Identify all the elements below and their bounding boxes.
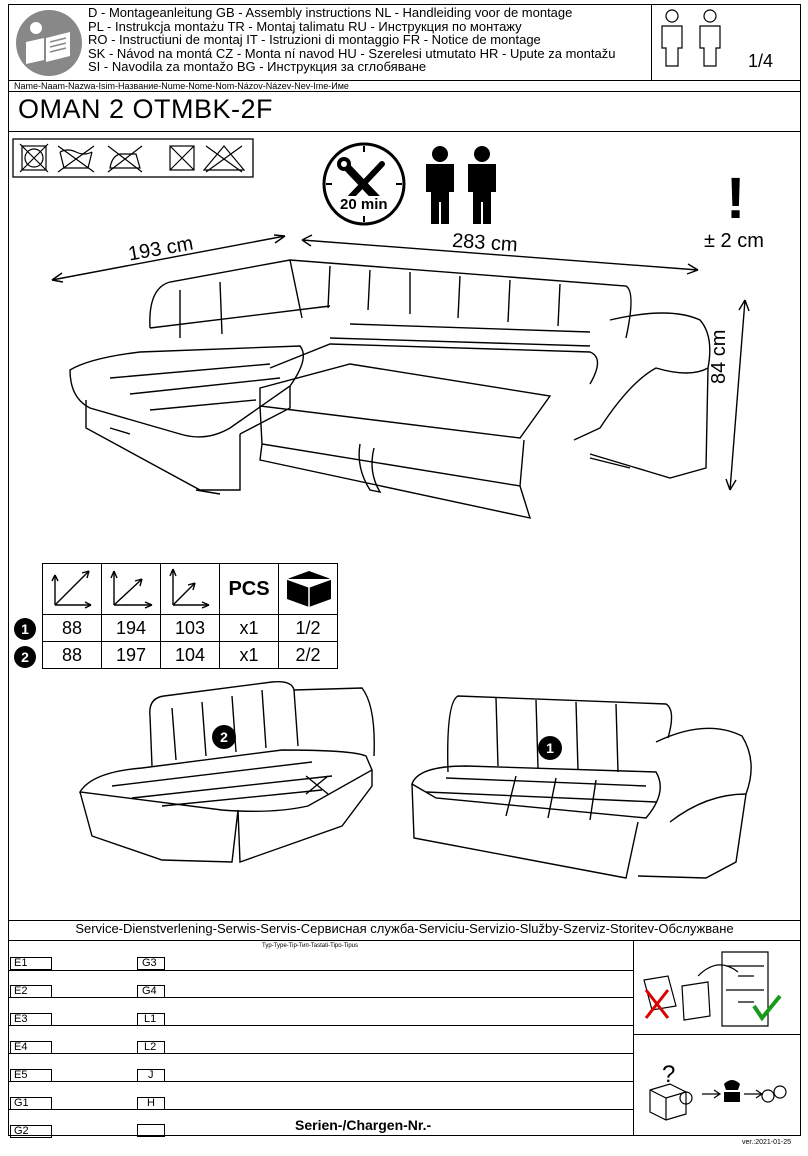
row-rule-5 <box>8 1081 633 1082</box>
product-title: OMAN 2 OTMBK-2F <box>18 94 274 124</box>
pkg1-d2: 194 <box>101 614 161 642</box>
type-label: Typ-Type-Tip-Тип-Tastati-Tipo-Tipus <box>262 943 359 949</box>
code-label-e4: E4 <box>14 1041 28 1053</box>
pcs-header: PCS <box>219 563 279 615</box>
code-box-h[interactable]: H <box>137 1097 165 1110</box>
row-rule-3 <box>8 1025 633 1026</box>
code-label-e2: E2 <box>14 985 28 997</box>
code-box-g4[interactable]: G4 <box>137 985 165 998</box>
pkg1-badge: 1 <box>14 618 36 640</box>
contact-service-icon: ? <box>649 1062 787 1121</box>
pkg2-d1: 88 <box>42 641 102 669</box>
name-label: Name-Naam-Nazwa-Isim-Название-Nume-Nome-… <box>14 81 349 91</box>
code-label-g1: G1 <box>14 1097 29 1109</box>
care-symbols <box>12 138 254 178</box>
sofa-part-2-drawing <box>78 680 375 863</box>
part-left-badge: 2 <box>212 725 236 749</box>
code-label-g2: G2 <box>14 1125 29 1137</box>
instruction-languages: D - Montageanleitung GB - Assembly instr… <box>88 6 615 74</box>
instructions-line-4: SK - Návod na montá CZ - Monta ní navod … <box>88 45 616 61</box>
code-label-l1: L1 <box>144 1013 157 1025</box>
dim-height-icon <box>160 563 220 615</box>
pkg2-pcs: x1 <box>219 641 279 669</box>
keep-documents-icon <box>643 951 782 1027</box>
code-box-e4[interactable]: E4 <box>10 1041 52 1054</box>
code-box-g1[interactable]: G1 <box>10 1097 52 1110</box>
tolerance-label: ± 2 cm <box>704 230 764 252</box>
code-box-e5[interactable]: E5 <box>10 1069 52 1082</box>
code-box-blank[interactable] <box>137 1124 165 1137</box>
service-divider <box>633 940 634 1136</box>
two-persons-outline-icon <box>661 9 721 67</box>
code-box-l1[interactable]: L1 <box>137 1013 165 1026</box>
no-wash-icon <box>57 145 95 173</box>
code-box-g2[interactable]: G2 <box>10 1125 52 1138</box>
code-label-j: J <box>148 1069 154 1081</box>
height-label: 84 cm <box>708 329 730 384</box>
dim-length-icon <box>42 563 102 615</box>
instructions-line-2: PL - Instrukcja montażu TR - Montaj tali… <box>88 18 522 34</box>
pkg2-badge: 2 <box>14 646 36 668</box>
pkg2-d3: 104 <box>160 641 220 669</box>
code-label-g4: G4 <box>142 985 157 997</box>
code-box-e1[interactable]: E1 <box>10 957 52 970</box>
row-rule-2 <box>8 997 633 998</box>
no-dry-clean-icon <box>169 145 195 171</box>
part-right-badge: 1 <box>538 736 562 760</box>
row-rule-4 <box>8 1053 633 1054</box>
code-label-l2: L2 <box>144 1041 157 1053</box>
package-box-icon <box>278 563 338 615</box>
service-title: Service-Dienstverlening-Serwis-Servis-Се… <box>75 921 734 936</box>
row-rule-1 <box>8 970 633 971</box>
row-rule-6 <box>8 1109 633 1110</box>
pkg1-d1: 88 <box>42 614 102 642</box>
pkg1-pcs: x1 <box>219 614 279 642</box>
assembly-time-label: 20 min <box>338 196 390 213</box>
dim-width-icon <box>101 563 161 615</box>
no-iron-icon <box>107 145 143 173</box>
no-bleach-icon <box>202 145 246 173</box>
two-persons-icon <box>426 146 496 224</box>
svg-text:?: ? <box>662 1062 675 1088</box>
sofa-part-1-drawing <box>411 695 752 879</box>
code-box-e2[interactable]: E2 <box>10 985 52 998</box>
read-instructions-icon <box>16 10 82 76</box>
code-label-g3: G3 <box>142 957 157 969</box>
tolerance-mark: ! <box>726 166 746 231</box>
title-rule <box>8 131 801 132</box>
code-label-e3: E3 <box>14 1013 28 1025</box>
page-frame <box>8 4 801 1136</box>
pkg2-box: 2/2 <box>278 641 338 669</box>
code-box-e3[interactable]: E3 <box>10 1013 52 1026</box>
assembly-time-icon <box>322 142 406 226</box>
code-label-h: H <box>147 1097 155 1109</box>
package-table: PCS 88 194 103 x1 1/2 88 197 104 x1 2/2 <box>42 563 338 669</box>
code-box-j[interactable]: J <box>137 1069 165 1082</box>
instructions-line-1: D - Montageanleitung GB - Assembly instr… <box>88 5 573 20</box>
name-rule <box>8 91 801 92</box>
code-label-e1: E1 <box>14 957 28 969</box>
pkg1-box: 1/2 <box>278 614 338 642</box>
code-box-g3[interactable]: G3 <box>137 957 165 970</box>
total-width-label: 283 cm <box>451 229 519 257</box>
code-label-e5: E5 <box>14 1069 28 1081</box>
header-divider <box>651 4 652 80</box>
no-tumble-dry-icon <box>19 143 49 173</box>
pkg1-d3: 103 <box>160 614 220 642</box>
sofa-main-drawing <box>51 234 750 519</box>
pkg2-d2: 197 <box>101 641 161 669</box>
service-divider-h <box>633 1034 801 1035</box>
service-rule-top <box>8 920 801 921</box>
instructions-line-5: SI - Navodila za montažo BG - Инструкция… <box>88 59 427 74</box>
version-label: ver.:2021-01-25 <box>742 1139 792 1146</box>
instructions-line-3: RO - Instructiuni de montaj IT - Istruzi… <box>88 32 541 47</box>
code-box-l2[interactable]: L2 <box>137 1041 165 1054</box>
serial-number-label: Serien-/Chargen-Nr.- <box>295 1117 432 1133</box>
header-rule <box>8 80 801 81</box>
page-number: 1/4 <box>748 51 774 71</box>
service-rule <box>8 940 801 941</box>
